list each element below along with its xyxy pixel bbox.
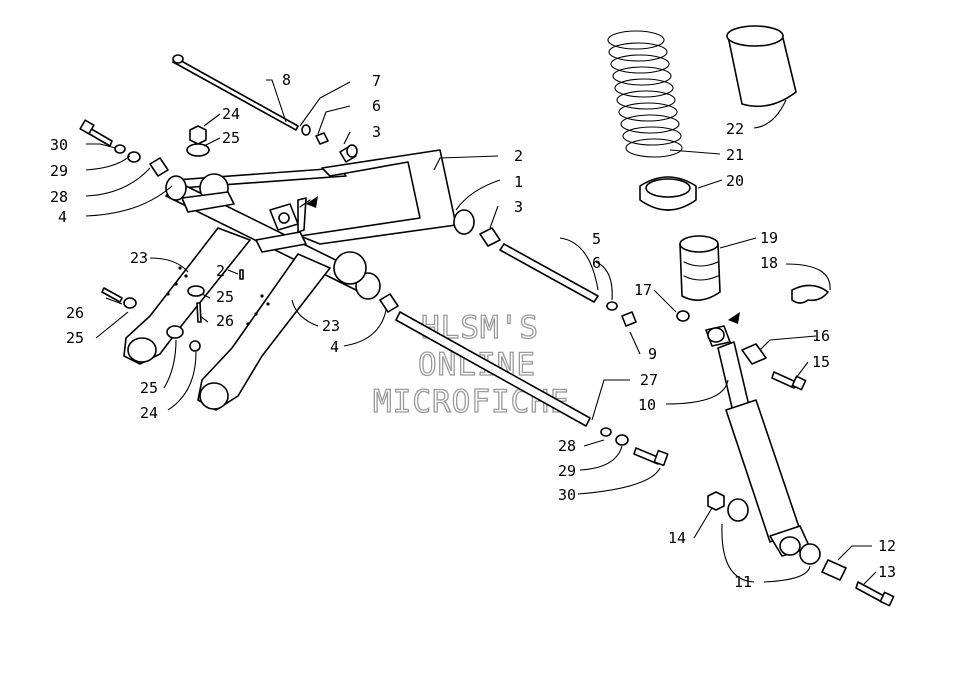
spring-21 bbox=[607, 30, 683, 158]
callout-24: 24 bbox=[222, 105, 240, 123]
callout-4-mid: 4 bbox=[330, 338, 339, 356]
callout-16: 16 bbox=[812, 327, 830, 345]
bumper-19 bbox=[679, 235, 721, 301]
callout-10: 10 bbox=[638, 396, 656, 414]
callout-19: 19 bbox=[760, 229, 778, 247]
right-arm-23b bbox=[197, 253, 331, 411]
callout-27: 27 bbox=[640, 371, 658, 389]
shock-absorber-10 bbox=[676, 310, 811, 557]
long-bolt-8 bbox=[172, 54, 299, 131]
callout-20: 20 bbox=[726, 172, 744, 190]
callout-8: 8 bbox=[282, 71, 291, 89]
callout-30-right: 30 bbox=[558, 486, 576, 504]
callout-2: 2 bbox=[514, 147, 523, 165]
callout-9: 9 bbox=[648, 345, 657, 363]
callout-15: 15 bbox=[812, 353, 830, 371]
callout-26-left: 26 bbox=[66, 304, 84, 322]
lower-shock-hardware bbox=[707, 491, 895, 607]
callout-labels: 30 29 28 4 24 25 8 7 6 3 2 1 3 5 6 9 23 … bbox=[50, 71, 896, 591]
center-rod-27 bbox=[379, 293, 591, 427]
spacer-bolt-16-15 bbox=[741, 343, 807, 391]
callout-23-left: 23 bbox=[130, 249, 148, 267]
callout-26-mid: 26 bbox=[216, 312, 234, 330]
lower-left-hardware bbox=[101, 269, 244, 352]
callout-17: 17 bbox=[634, 281, 652, 299]
callout-21: 21 bbox=[726, 146, 744, 164]
callout-28-right: 28 bbox=[558, 437, 576, 455]
left-bolt-stack bbox=[79, 119, 169, 177]
callout-12: 12 bbox=[878, 537, 896, 555]
right-bolt-stack bbox=[600, 427, 669, 467]
callout-25: 25 bbox=[222, 129, 240, 147]
callout-6: 6 bbox=[372, 97, 381, 115]
callout-6-right: 6 bbox=[592, 254, 601, 272]
callout-4: 4 bbox=[58, 208, 67, 226]
top-bushing-group bbox=[301, 124, 358, 163]
callout-1: 1 bbox=[514, 173, 523, 191]
callout-28: 28 bbox=[50, 188, 68, 206]
callout-25-left: 25 bbox=[66, 329, 84, 347]
callout-14: 14 bbox=[668, 529, 686, 547]
callout-23-right: 23 bbox=[322, 317, 340, 335]
callout-25-mid: 25 bbox=[216, 288, 234, 306]
callout-5: 5 bbox=[592, 230, 601, 248]
callout-11: 11 bbox=[734, 573, 752, 591]
left-arm-23a bbox=[123, 227, 251, 365]
callout-24-low: 24 bbox=[140, 404, 158, 422]
leader-lines bbox=[85, 79, 877, 585]
callout-29-right: 29 bbox=[558, 462, 576, 480]
callout-7: 7 bbox=[372, 72, 381, 90]
boot-22 bbox=[726, 25, 797, 108]
spring-seat-20 bbox=[639, 176, 697, 211]
shaft-5-group bbox=[479, 227, 637, 327]
top-nut-washer bbox=[186, 125, 210, 157]
callout-29: 29 bbox=[50, 162, 68, 180]
callout-13: 13 bbox=[878, 563, 896, 581]
clip-18 bbox=[791, 284, 829, 304]
callout-22: 22 bbox=[726, 120, 744, 138]
watermark: HLSM'S ONLINE MICROFICHE bbox=[372, 309, 569, 420]
callout-18: 18 bbox=[760, 254, 778, 272]
callout-25-low: 25 bbox=[140, 379, 158, 397]
callout-30: 30 bbox=[50, 136, 68, 154]
callout-2-left: 2 bbox=[216, 262, 225, 280]
callout-3: 3 bbox=[372, 123, 381, 141]
callout-3-right: 3 bbox=[514, 198, 523, 216]
